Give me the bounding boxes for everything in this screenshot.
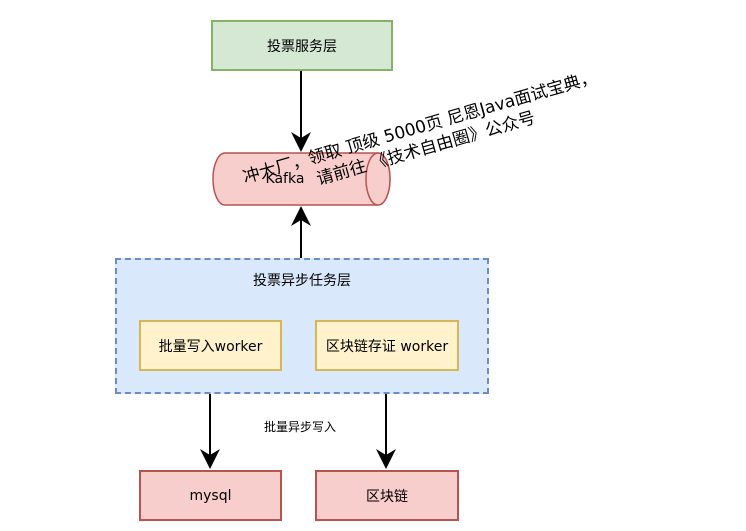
blockchain-node: 区块链 xyxy=(315,470,459,521)
mysql-node: mysql xyxy=(139,470,282,521)
edge-label-batch-write: 批量异步写入 xyxy=(240,418,360,435)
kafka-label: Kafka xyxy=(265,171,305,187)
async-task-layer-title: 投票异步任务层 xyxy=(253,273,351,289)
batch-write-worker-node: 批量写入worker xyxy=(139,320,282,371)
kafka-cylinder xyxy=(212,152,391,206)
vote-service-node: 投票服务层 xyxy=(211,20,393,71)
blockchain-worker-node: 区块链存证 worker xyxy=(315,320,459,371)
